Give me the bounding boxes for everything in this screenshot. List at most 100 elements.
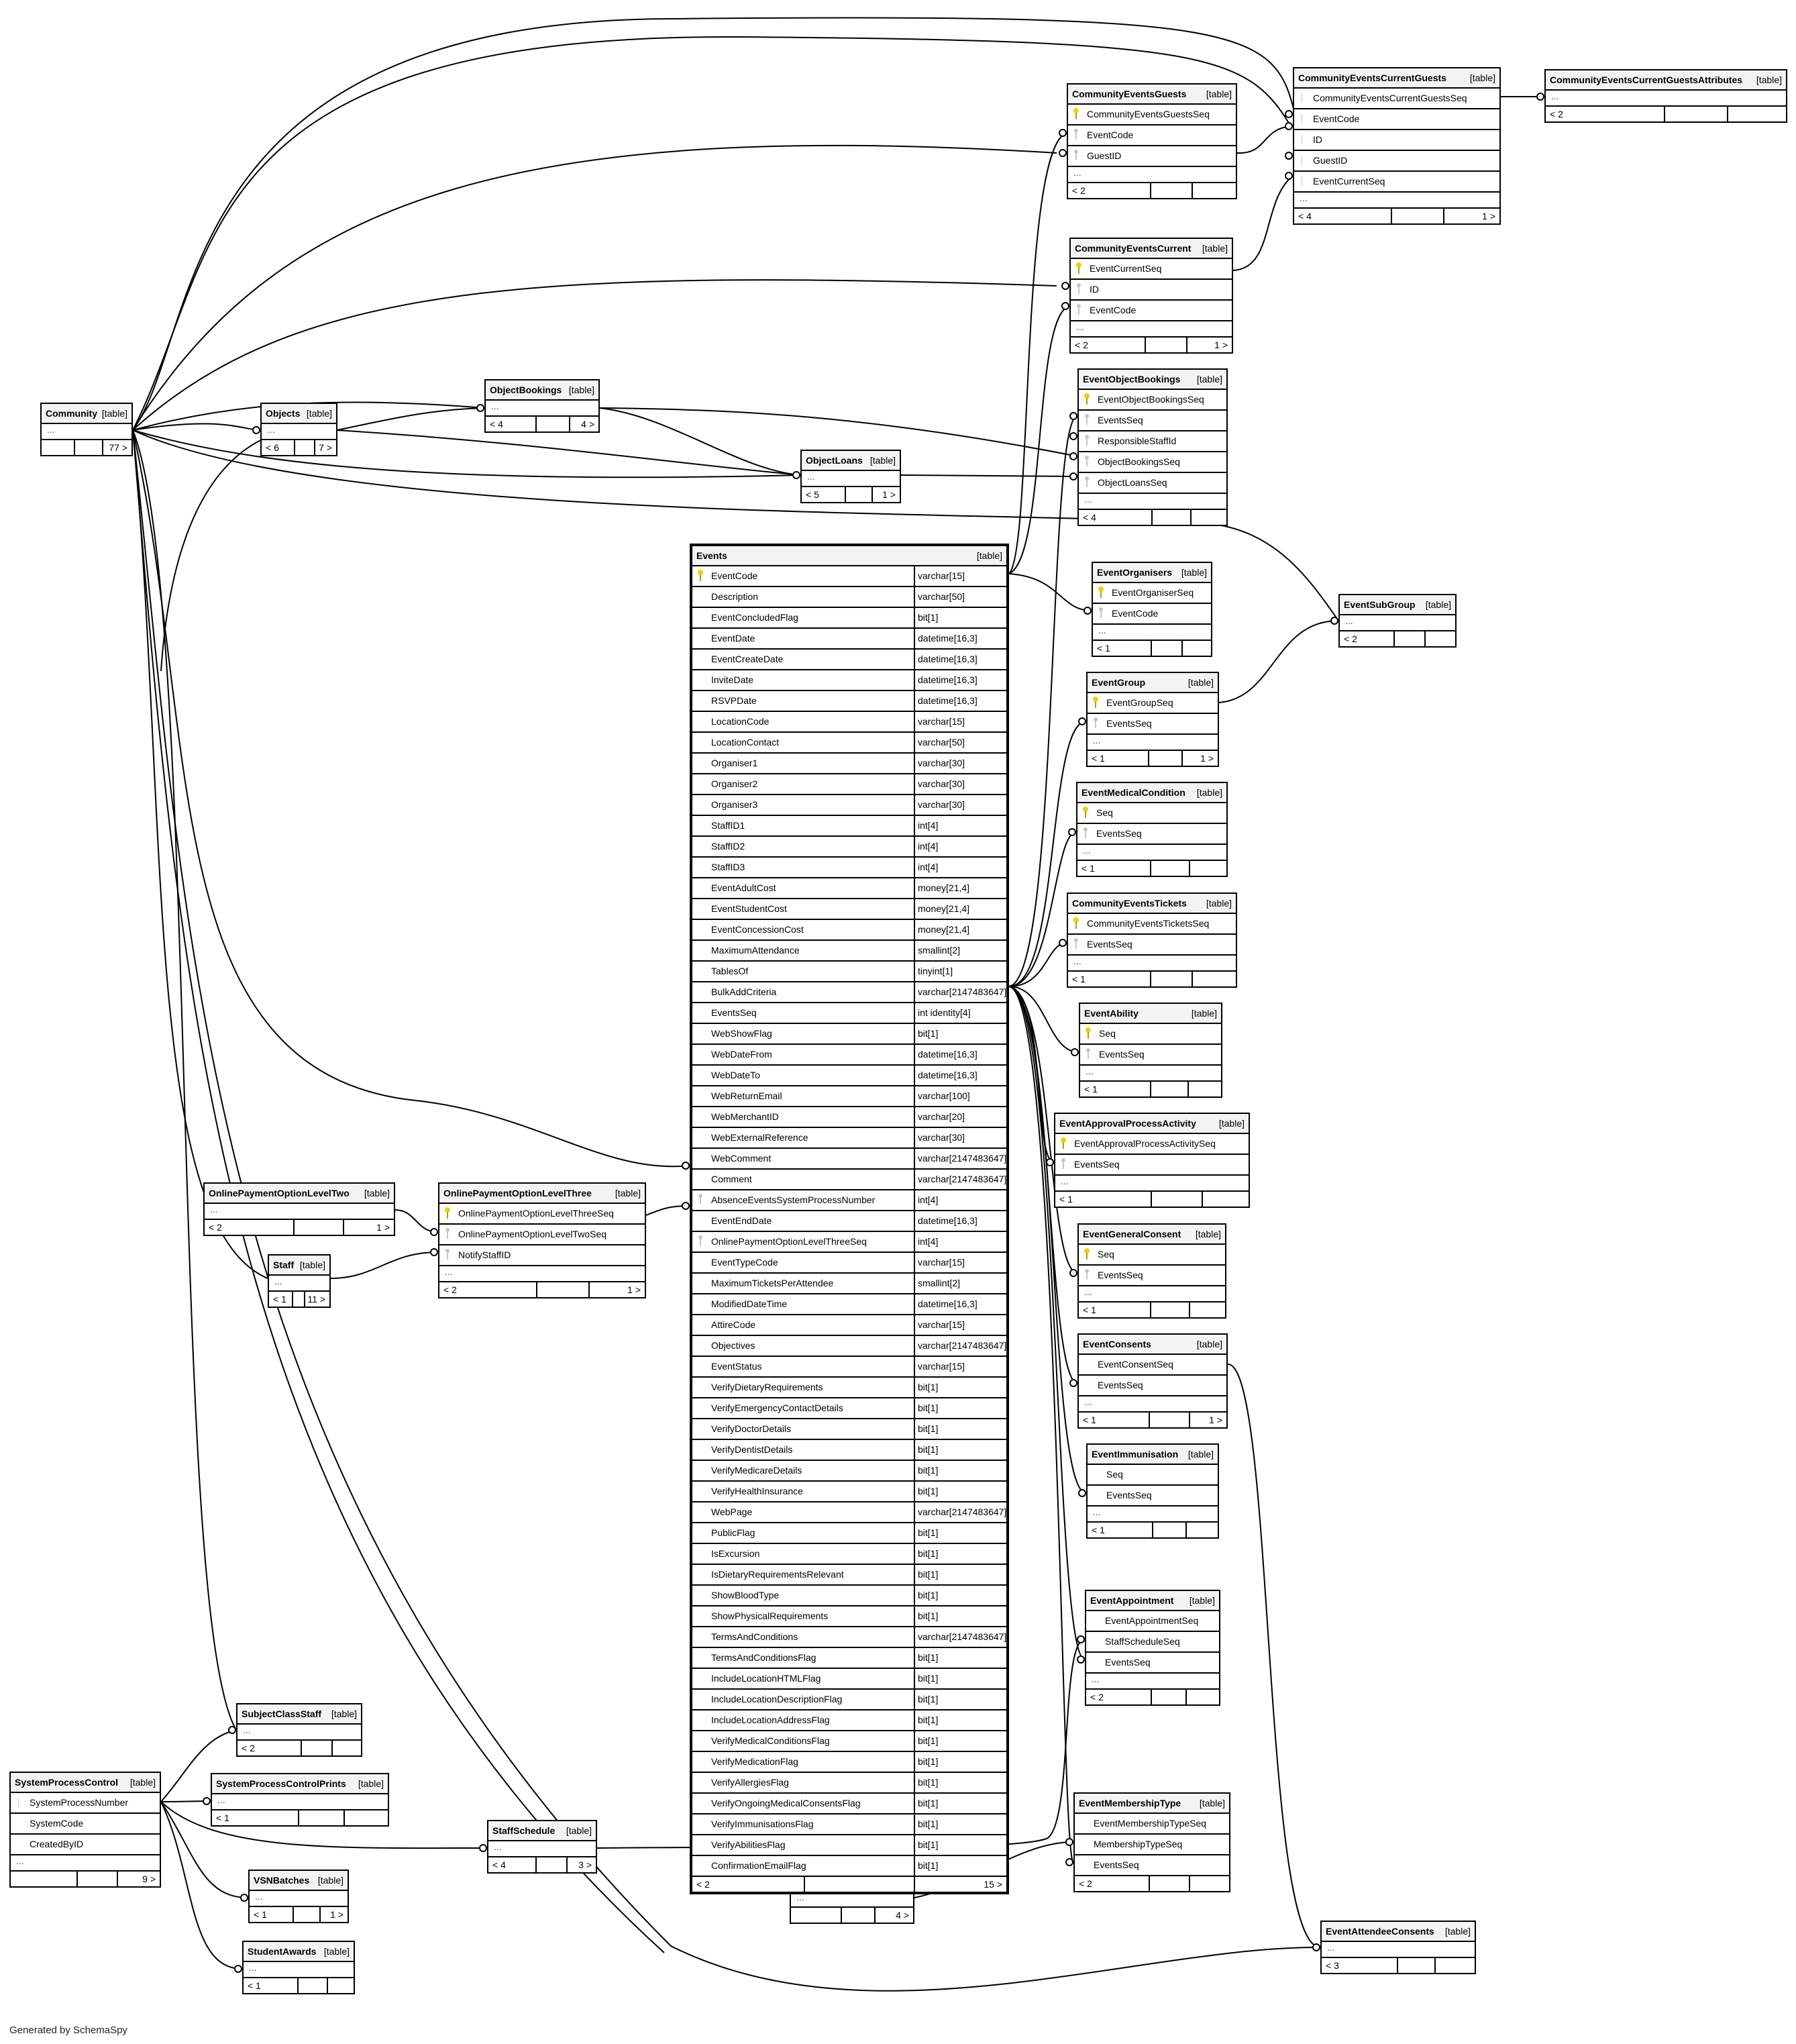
column-row[interactable]: OnlinePaymentOptionLevelTwoSeq <box>439 1225 645 1245</box>
table-event-membership-type[interactable]: EventMembershipType[table]EventMembershi… <box>1073 1792 1230 1892</box>
column-row[interactable]: EventsSeq <box>1080 1045 1221 1066</box>
column-row[interactable]: EventsSeq <box>1079 411 1226 431</box>
table-community-events-guests[interactable]: CommunityEventsGuests[table]CommunityEve… <box>1067 83 1237 199</box>
column-row[interactable]: EventCode <box>1093 604 1211 625</box>
column-row[interactable]: EventApprovalProcessActivitySeq <box>1055 1134 1249 1155</box>
column-row[interactable]: EventCode <box>1294 109 1499 130</box>
column-row[interactable]: MembershipTypeSeq <box>1075 1835 1229 1855</box>
column-row[interactable]: Seq <box>1080 1024 1221 1045</box>
column-row[interactable]: ObjectLoansSeq <box>1079 473 1226 494</box>
table-system-process-control-prints[interactable]: SystemProcessControlPrints[table]...< 1 <box>211 1773 389 1827</box>
table-system-process-control[interactable]: SystemProcessControl[table]SystemProcess… <box>9 1772 161 1888</box>
column-row[interactable]: CommunityEventsTicketsSeq <box>1068 914 1236 935</box>
table-subject-class-staff[interactable]: SubjectClassStaff[table]...< 2 <box>236 1703 362 1757</box>
column-row[interactable]: EventsSeq <box>1086 1653 1219 1674</box>
column-row[interactable]: CommunityEventsCurrentGuestsSeq <box>1294 89 1499 109</box>
column-row[interactable]: Seq <box>1077 803 1226 824</box>
column-row[interactable]: Seq <box>1088 1465 1218 1486</box>
column-row[interactable]: StaffScheduleSeq <box>1086 1632 1219 1653</box>
column-row[interactable]: EventOrganiserSeq <box>1093 583 1211 604</box>
table-community[interactable]: Community[table]...77 > <box>40 403 133 456</box>
table-online-payment-option-level-three[interactable]: OnlinePaymentOptionLevelThree[table]Onli… <box>438 1182 646 1298</box>
table-community-events-current[interactable]: CommunityEventsCurrent[table]EventCurren… <box>1069 238 1233 354</box>
column-row[interactable]: EventsSeq <box>1079 1266 1225 1286</box>
column-row[interactable]: EventsSeq <box>1079 1376 1226 1396</box>
column-row[interactable]: EventGroupSeq <box>1088 693 1218 714</box>
column-row[interactable]: GuestID <box>1068 146 1236 167</box>
table-community-events-current-guests[interactable]: CommunityEventsCurrentGuests[table]Commu… <box>1293 67 1501 225</box>
column-row[interactable]: EventsSeq <box>1088 1486 1218 1506</box>
table-event-appointment[interactable]: EventAppointment[table]EventAppointmentS… <box>1085 1590 1220 1706</box>
column-row[interactable]: EventMembershipTypeSeq <box>1075 1814 1229 1835</box>
table-student-awards[interactable]: StudentAwards[table]...< 1 <box>242 1941 355 1994</box>
column-row[interactable]: ResponsibleStaffId <box>1079 431 1226 452</box>
column-row[interactable]: EventsSeq <box>1077 824 1226 845</box>
column-row[interactable]: CreatedByID <box>11 1835 160 1855</box>
table-event-approval-process-activity[interactable]: EventApprovalProcessActivity[table]Event… <box>1054 1113 1250 1208</box>
column-row[interactable]: SystemCode <box>11 1814 160 1835</box>
column-row[interactable]: EventCode <box>1068 125 1236 146</box>
table-community-events-tickets[interactable]: CommunityEventsTickets[table]CommunityEv… <box>1067 892 1237 988</box>
table-event-sub-group[interactable]: EventSubGroup[table]...< 2 <box>1338 594 1457 648</box>
column-row[interactable]: NotifyStaffID <box>439 1245 645 1266</box>
column-row[interactable]: GuestID <box>1294 151 1499 172</box>
column-row[interactable]: Seq <box>1079 1245 1225 1266</box>
column-row[interactable]: EventsSeq <box>1088 714 1218 735</box>
column-row[interactable]: EventCode <box>1071 301 1232 321</box>
